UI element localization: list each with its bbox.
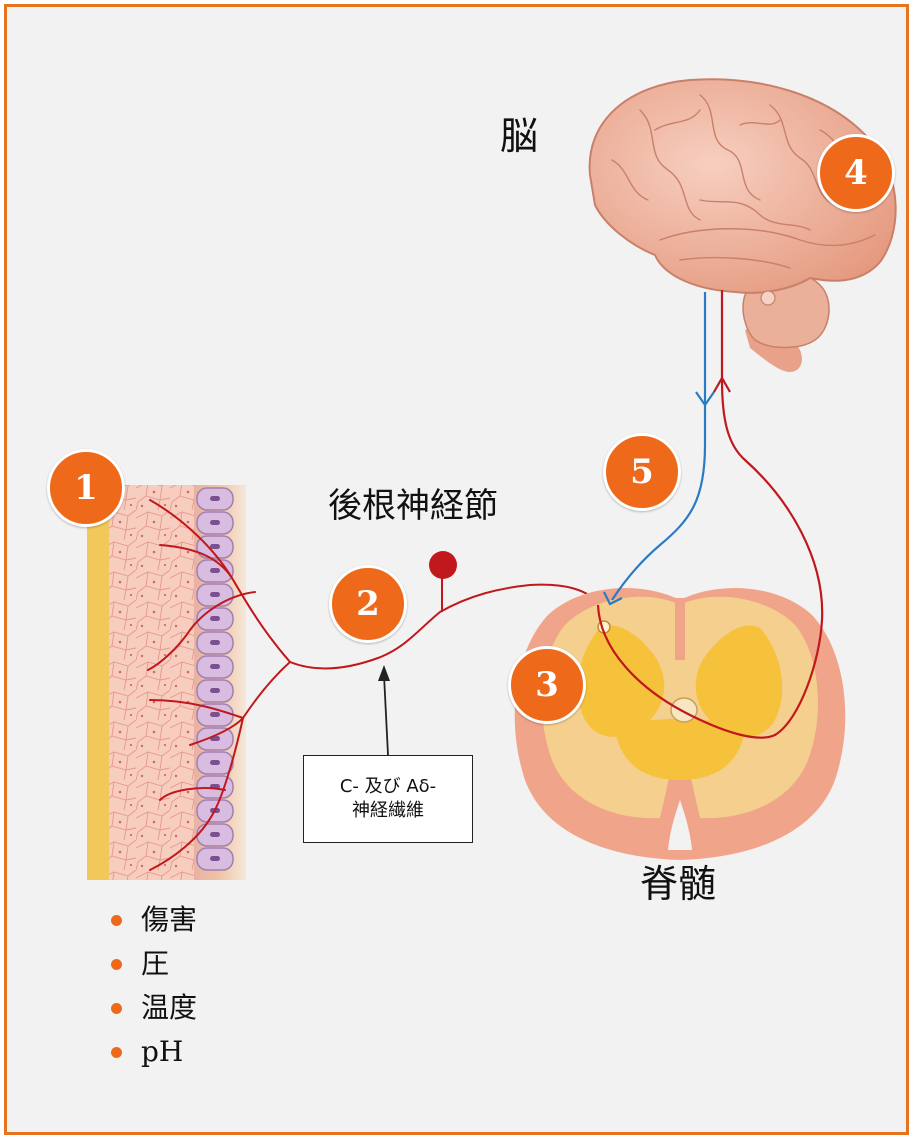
spinal-cord-label: 脊髄 [640,853,716,908]
bullet-icon [111,959,122,970]
bullet-icon [111,915,122,926]
stimulus-item: 傷害 [108,898,197,942]
fiber-pointer-arrow [378,665,390,755]
spinal-cord-section [515,588,846,860]
stimulus-item: pH [108,1030,197,1074]
nerve-fiber-label-box: C- 及び Aδ- 神経繊維 [303,755,473,843]
step-badge-5: 5 [603,433,681,511]
step-badge-2: 2 [329,565,407,643]
fiber-label-line1: C- 及び Aδ- [340,775,436,799]
ganglion-label: 後根神経節 [328,478,498,527]
step-badge-4: 4 [817,134,895,212]
step-badge-1: 1 [47,449,125,527]
step-badge-3: 3 [508,646,586,724]
brain-illustration [590,79,896,372]
fiber-label-line2: 神経繊維 [352,799,424,823]
skin-tissue [87,485,246,880]
stimuli-list: 傷害 圧 温度 pH [108,898,197,1074]
bullet-icon [111,1003,122,1014]
stimulus-item: 温度 [108,986,197,1030]
brain-label: 脳 [500,105,538,160]
bullet-icon [111,1047,122,1058]
stimulus-item: 圧 [108,942,197,986]
dorsal-root-ganglion-body [429,551,457,579]
